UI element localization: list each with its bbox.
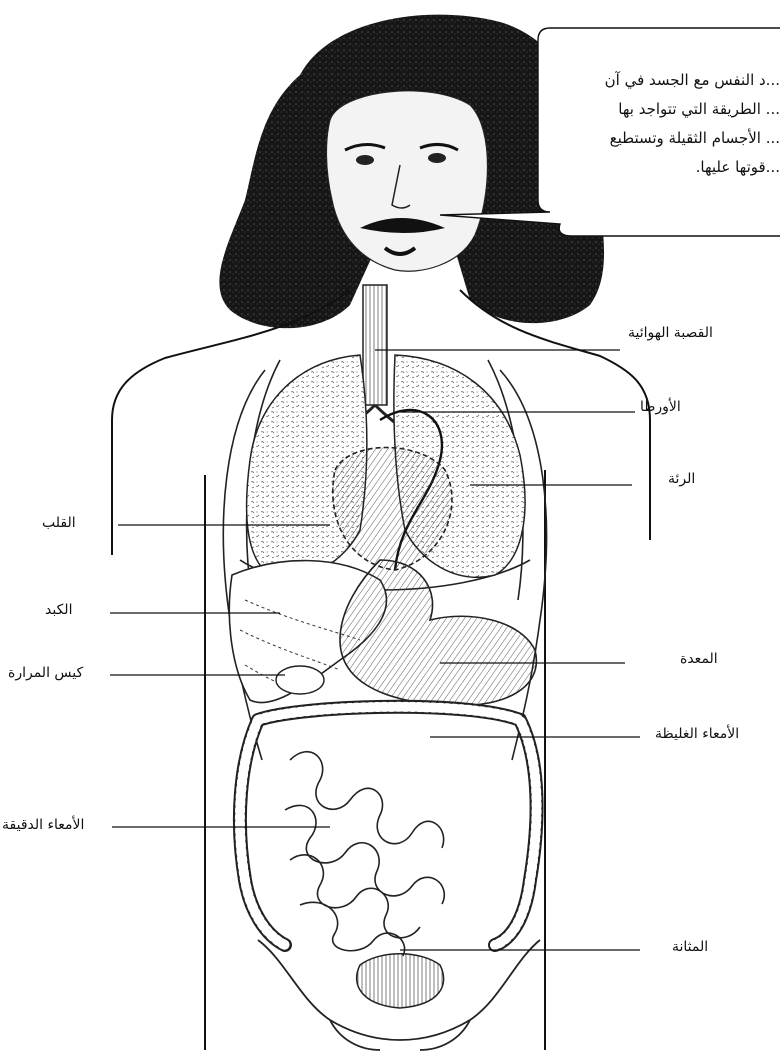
small-intestine [285,752,444,956]
stomach [340,560,536,706]
speech-bubble-text: ...د النفس مع الجسد في آن ... الطريقة ال… [548,66,780,196]
label-liver: الكبد [45,603,72,617]
speech-line-2: ... الطريقة التي تتواجد بها [548,95,780,124]
bladder [357,954,444,1008]
speech-line-1: ...د النفس مع الجسد في آن [548,66,780,95]
label-small-intestine: الأمعاء الدقيقة [2,818,84,832]
label-lung: الرئة [668,472,695,486]
speech-line-3: ... الأجسام الثقيلة وتستطيع [548,124,780,153]
speech-line-4: ...قوتها عليها. [548,153,780,182]
label-aorta: الأورطا [640,400,681,414]
label-stomach: المعدة [680,652,718,666]
label-gallbladder: كيس المرارة [8,666,83,680]
label-trachea: القصبة الهوائية [628,326,713,340]
gallbladder [276,666,324,694]
label-bladder: المثانة [672,940,708,954]
label-large-intestine: الأمعاء الغليظة [655,727,739,741]
label-heart: القلب [42,516,76,530]
